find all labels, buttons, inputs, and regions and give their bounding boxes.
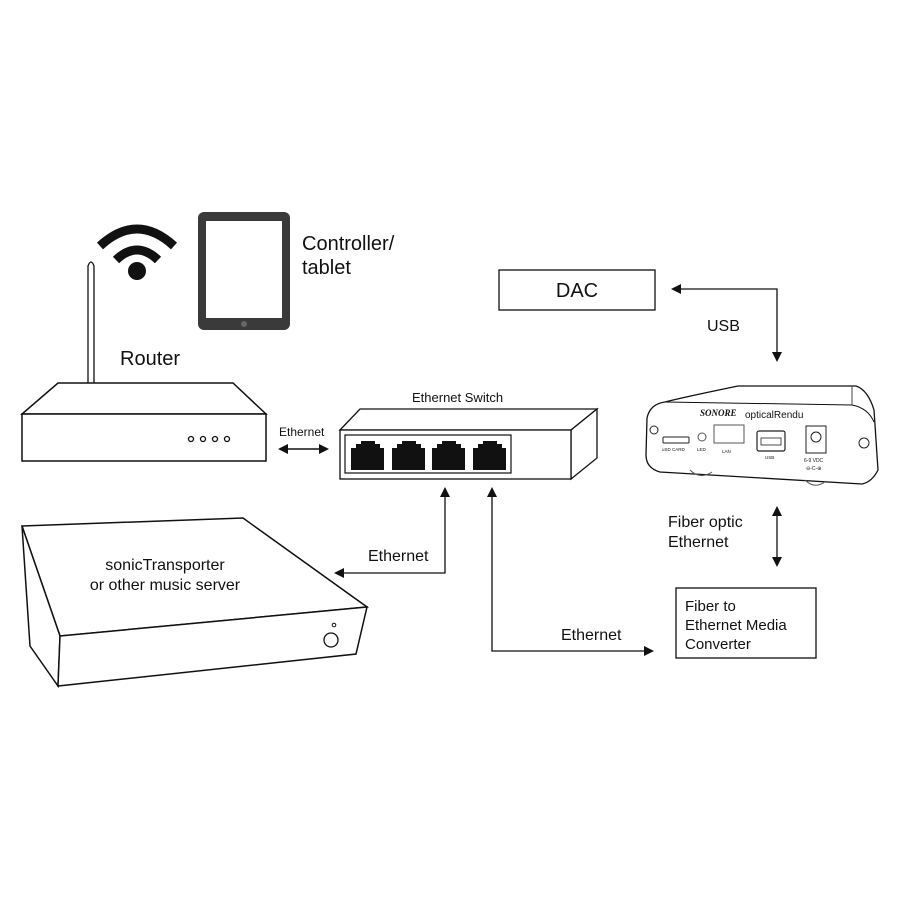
server-label-line2: or other music server: [90, 577, 241, 594]
switch-server-arrow: [334, 487, 450, 578]
rendu-lan-label: LAN: [722, 449, 731, 454]
music-server-device: [20, 517, 370, 689]
usb-port: [756, 430, 786, 452]
router-switch-connection-label: Ethernet: [279, 425, 325, 439]
converter-label-line3: Converter: [685, 636, 751, 653]
switch-converter-arrow: [487, 487, 654, 656]
fiber-label-line2: Ethernet: [668, 534, 729, 551]
dac-label: DAC: [556, 280, 598, 302]
rendu-sd-label: uSD CARD: [662, 447, 686, 452]
rendu-brand-label: SONORE: [700, 408, 737, 418]
rendu-power-label: 6-9 VDC: [804, 458, 824, 464]
sd-card-slot: [662, 436, 690, 444]
switch-label: Ethernet Switch: [412, 390, 503, 405]
power-button-icon: [323, 632, 339, 648]
router-device: [19, 261, 268, 462]
router-indicator-lights: [187, 435, 231, 443]
server-label-line1: sonicTransporter: [105, 557, 225, 574]
wifi-icon: [96, 224, 178, 280]
rendu-model-label: opticalRendu: [745, 410, 803, 421]
rendu-usb-label: USB: [765, 455, 774, 460]
ethernet-switch-device: [338, 407, 599, 481]
ethernet-port-icon: [432, 441, 465, 470]
ethernet-port-icon: [473, 441, 506, 470]
switch-ports: [351, 441, 506, 470]
media-converter-box: [675, 587, 817, 659]
converter-label-line2: Ethernet Media: [685, 617, 787, 634]
lan-port: [713, 424, 745, 444]
optical-rendu-device: [645, 385, 879, 486]
tablet-device: [198, 212, 290, 330]
dac-box: [498, 269, 656, 311]
fiber-label-line1: Fiber optic: [668, 514, 743, 531]
rendu-led-label: LED: [697, 447, 707, 452]
dac-rendu-arrow: [671, 284, 782, 362]
switch-server-connection-label: Ethernet: [368, 548, 429, 565]
ethernet-port-icon: [351, 441, 384, 470]
tablet-label-line1: Controller/: [302, 233, 395, 255]
router-label: Router: [120, 348, 180, 370]
led-indicator: [697, 432, 707, 442]
converter-label-line1: Fiber to: [685, 598, 736, 615]
dac-rendu-connection-label: USB: [707, 318, 740, 335]
power-jack: [805, 425, 827, 454]
rendu-polarity-label: ⊖-C-⊕: [806, 466, 821, 472]
tablet-label-line2: tablet: [302, 257, 351, 279]
switch-converter-connection-label: Ethernet: [561, 627, 622, 644]
ethernet-port-icon: [392, 441, 425, 470]
